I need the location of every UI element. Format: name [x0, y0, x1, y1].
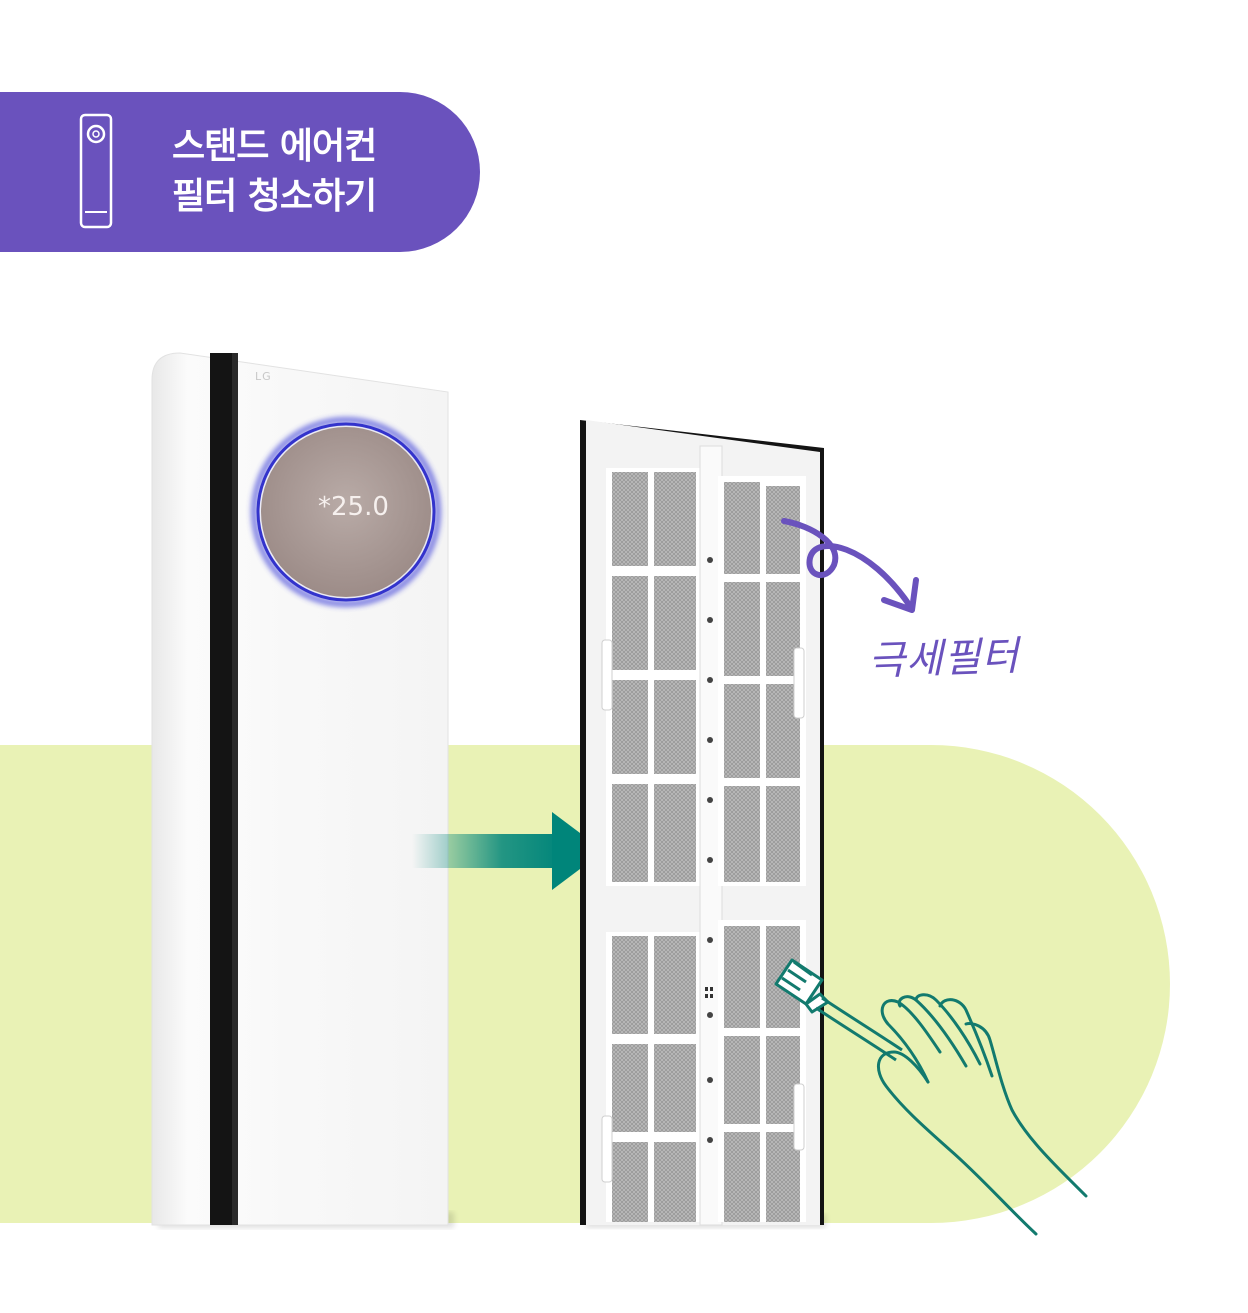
temperature-display: *25.0 [318, 492, 389, 522]
title-line-1: 스탠드 에어컨 [172, 126, 377, 167]
direction-arrow [412, 812, 604, 890]
page-title: 스탠드 에어컨 필터 청소하기 [172, 122, 377, 222]
brand-logo: LG [255, 370, 272, 383]
filter-panel [580, 420, 826, 1228]
title-line-2: 필터 청소하기 [172, 176, 377, 217]
header-banner: 스탠드 에어컨 필터 청소하기 [0, 92, 480, 252]
hand-illustration [877, 993, 1088, 1236]
display-panel [261, 427, 431, 597]
stand-aircon-icon [79, 113, 113, 229]
air-conditioner-unit [151, 352, 454, 1228]
cleaning-brush [774, 958, 903, 1062]
pointer-arrow [781, 518, 919, 613]
filter-label: 극세필터 [867, 633, 1021, 685]
